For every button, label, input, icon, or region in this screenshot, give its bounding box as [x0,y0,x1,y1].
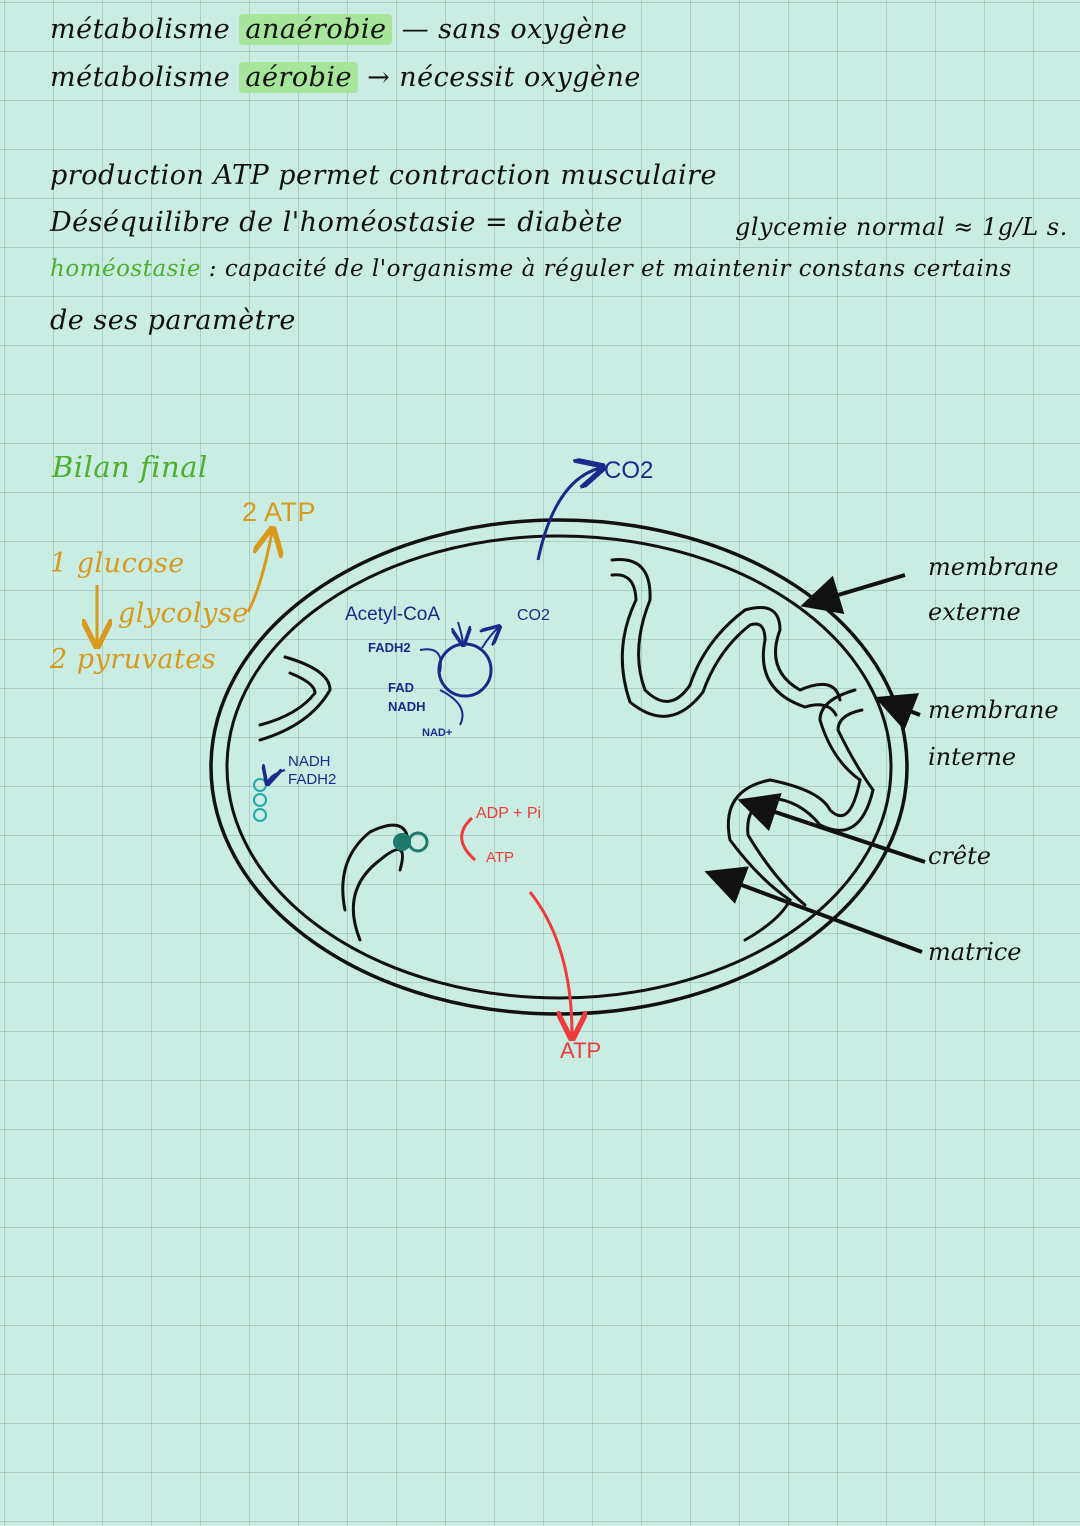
adp-pi-label: ADP + Pi [476,805,541,822]
note-line-diabete: Déséquilibre de l'homéostasie = diabète [50,207,623,238]
chain-nadh-label: NADH [288,753,331,770]
co2-out-arrow [482,628,498,649]
co2-top-label: CO2 [604,457,653,484]
atp-synthase [393,831,429,853]
outer-membrane-inner [225,534,893,1000]
label-crete: crête [928,842,991,870]
label-membrane-externe-2: externe [928,598,1021,626]
atp-out-label: ATP [560,1038,601,1063]
note-line-aerobie: métabolisme aérobie → nécessit oxygène [50,62,641,93]
nadh-to-chain-arrow [268,770,286,782]
krebs-cycle [419,621,498,726]
note-line-parametre: de ses paramètre [50,305,296,336]
highlight-anaerobie: anaérobie [239,14,393,45]
fadh2-label: FADH2 [368,640,411,655]
highlight-aerobie: aérobie [239,62,358,93]
nad-label: NAD+ [422,727,452,739]
note-line1-prefix: métabolisme [50,14,240,45]
co2-krebs-label: CO2 [517,607,550,624]
bilan-arrows [97,532,272,643]
note-line1-suffix: — sans oxygène [392,14,628,45]
note-line2-prefix: métabolisme [50,62,240,93]
atp-inner-label: ATP [486,849,514,866]
label-matrice: matrice [928,938,1022,966]
label-membrane-interne-2: interne [928,743,1016,771]
pointer-membrane-interne [874,693,921,731]
chain-fadh2-label: FADH2 [288,771,336,788]
fad-label: FAD [388,680,414,695]
glycolyse-to-atp-arrow [246,532,272,613]
homeostasie-definition: : capacité de l'organisme à réguler et m… [200,256,1012,282]
note-line2-suffix: → nécessit oxygène [358,62,641,93]
bilan-glycolyse: glycolyse [118,598,249,629]
electron-chain-protein [253,778,267,822]
nadh-arc [439,689,464,726]
label-membrane-externe-1: membrane [928,553,1059,581]
pointer-matrice [704,866,923,954]
bilan-title: Bilan final [52,450,208,484]
acetyl-in-arrow [458,621,463,643]
label-membrane-interne-1: membrane [928,696,1059,724]
pointer-crete [737,793,926,864]
fadh2-arc [419,648,442,673]
note-line-glycemie: glycemie normal ≈ 1g/L s. [735,213,1068,241]
pointer-membrane-externe [800,573,906,614]
acetyl-coa-label: Acetyl-CoA [345,604,440,625]
adp-to-atp-arc [460,816,477,862]
co2-release-arrow [536,468,600,561]
homeostasie-term: homéostasie [50,256,201,282]
bilan-2atp: 2 ATP [242,497,317,527]
bilan-pyruvates: 2 pyruvates [50,644,217,675]
bilan-glucose: 1 glucose [50,548,185,579]
krebs-circle [437,642,493,698]
note-line-anaerobie: métabolisme anaérobie — sans oxygène [50,14,627,45]
nadh-label: NADH [388,699,426,714]
atp-export-arrow [528,891,572,1035]
label-pointers [704,573,926,954]
note-line-atp-contraction: production ATP permet contraction muscul… [50,160,717,191]
note-line-homeostasie: homéostasie : capacité de l'organisme à … [50,256,1012,282]
